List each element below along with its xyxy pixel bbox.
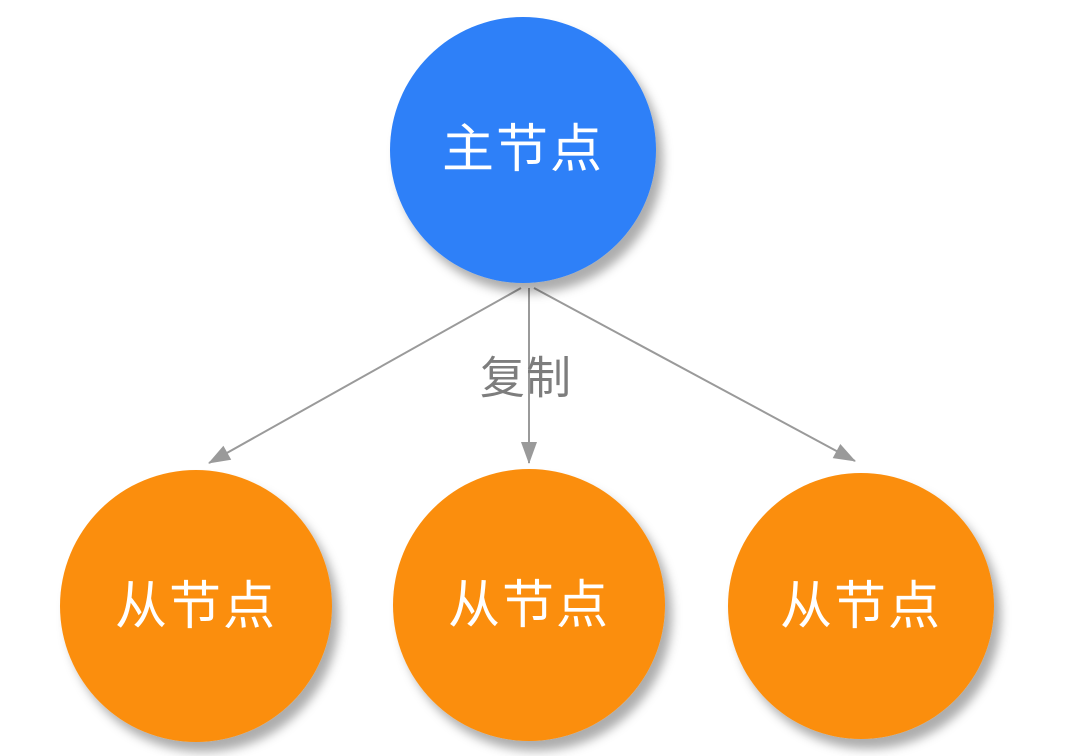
- replication-edges: [208, 287, 856, 464]
- slave-node-1: 从节点: [60, 470, 332, 742]
- master-node: 主节点: [390, 17, 656, 283]
- replication-label: 复制: [480, 353, 572, 404]
- slave-node-2-label: 从节点: [448, 577, 610, 635]
- master-node-circle: [390, 17, 656, 283]
- slave-node-1-circle: [60, 470, 332, 742]
- slave-node-1-label: 从节点: [115, 578, 277, 636]
- slave-node-2: 从节点: [393, 469, 665, 741]
- replication-arrow-left: [208, 287, 522, 464]
- slave-node-3-label: 从节点: [780, 578, 942, 636]
- replication-arrow-right: [533, 287, 856, 462]
- slave-node-2-circle: [393, 469, 665, 741]
- slave-node-3: 从节点: [728, 473, 994, 739]
- master-node-label: 主节点: [442, 121, 604, 179]
- slave-node-3-circle: [728, 473, 994, 739]
